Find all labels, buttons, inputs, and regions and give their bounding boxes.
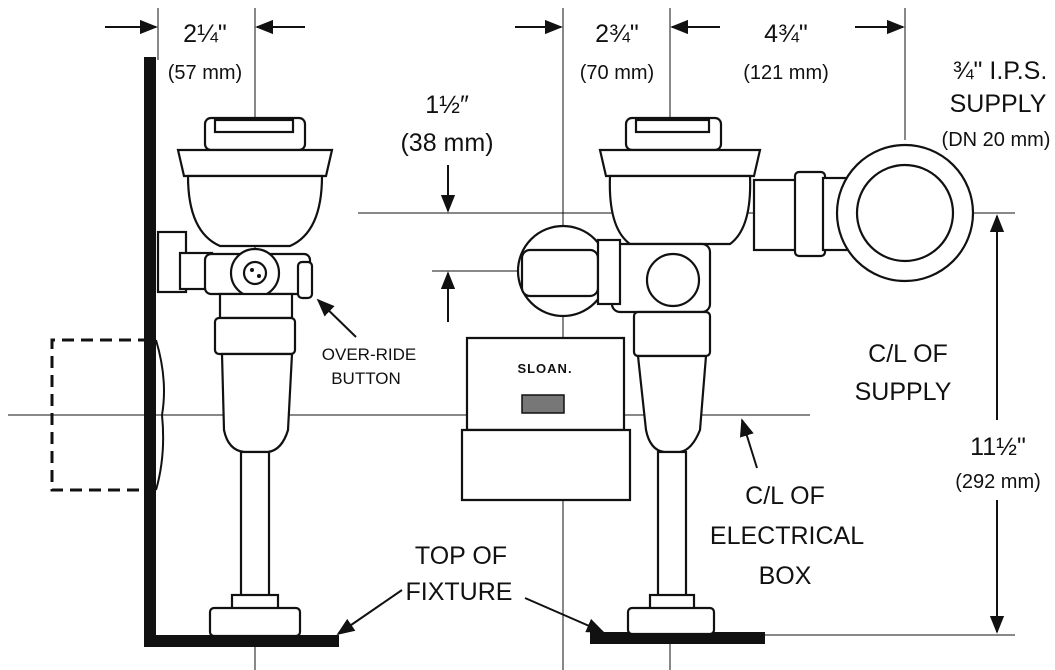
valve-body	[186, 174, 324, 248]
outlet-nut-r	[632, 310, 712, 358]
wall	[144, 57, 156, 647]
supply-label-line1: ¾" I.P.S.	[953, 57, 1048, 85]
left-valve-side-view	[50, 57, 339, 647]
left-fixture-top	[144, 635, 339, 647]
right-valve-front-view	[460, 116, 975, 644]
right-width-label: 4¾"	[764, 20, 808, 48]
sensor-window	[521, 394, 565, 414]
handle-socket	[645, 252, 701, 308]
fixture-label-line2: FIXTURE	[406, 578, 513, 606]
fixture-leader-right	[524, 597, 605, 633]
cl-supply-label-line2: SUPPLY	[855, 378, 952, 406]
tail-piece	[220, 352, 294, 454]
tail-piece-r	[636, 354, 708, 454]
electrical-box-outline	[50, 338, 150, 492]
dimension-arrows	[105, 19, 1005, 636]
button-dot	[250, 268, 254, 272]
supply-label-line3: (DN 20 mm)	[942, 129, 1051, 151]
height-small-metric: (38 mm)	[400, 129, 493, 157]
supply-nut	[793, 170, 827, 258]
cl-elec-label-line2: ELECTRICAL	[710, 522, 864, 550]
sensor-box	[465, 336, 626, 432]
cover-top	[176, 148, 334, 178]
handle-shaft	[520, 248, 600, 298]
cap-knob	[213, 118, 295, 134]
override-knob	[296, 260, 314, 300]
mid-width-label: 2¾"	[595, 20, 639, 48]
cl-elec-label-line3: BOX	[759, 562, 812, 590]
fixture-leader-left	[336, 589, 403, 636]
left-width-label: 2¼"	[183, 20, 227, 48]
button-dot	[257, 274, 261, 278]
flush-tube-r	[656, 450, 688, 600]
electrical-leader	[739, 418, 758, 469]
outlet-nut	[213, 316, 297, 356]
override-leader	[316, 298, 357, 338]
spud-coupling	[208, 606, 302, 638]
override-button	[242, 260, 268, 286]
brand-logo: SLOAN.	[517, 361, 572, 376]
cl-elec-label-line1: C/L OF	[745, 482, 825, 510]
outlet-nut-upper	[218, 292, 294, 320]
left-width-metric: (57 mm)	[168, 62, 242, 84]
cap-knob-r	[634, 118, 711, 134]
height-small-label: 1½″	[425, 91, 469, 119]
handle-coupling	[596, 238, 622, 306]
cl-supply-label-line1: C/L OF	[868, 340, 948, 368]
mid-width-metric: (70 mm)	[580, 62, 654, 84]
override-label-line2: BUTTON	[331, 369, 401, 388]
dimension-labels: 2¼" (57 mm) 1½″ (38 mm) 2¾" (70 mm) 4¾" …	[168, 20, 1051, 606]
total-height-metric: (292 mm)	[955, 471, 1041, 493]
fixture-label-line1: TOP OF	[415, 542, 507, 570]
sensor-box-base	[460, 428, 632, 502]
wall-flange	[155, 339, 165, 491]
spud-coupling-r	[626, 606, 716, 636]
supply-flange-inner	[855, 163, 955, 263]
total-height-label: 11½"	[970, 433, 1026, 461]
override-label-line1: OVER-RIDE	[322, 345, 416, 364]
flush-tube	[239, 450, 271, 600]
valve-body-r	[608, 174, 752, 246]
supply-label-line2: SUPPLY	[950, 90, 1047, 118]
cover-top-r	[598, 148, 762, 178]
right-width-metric: (121 mm)	[743, 62, 829, 84]
